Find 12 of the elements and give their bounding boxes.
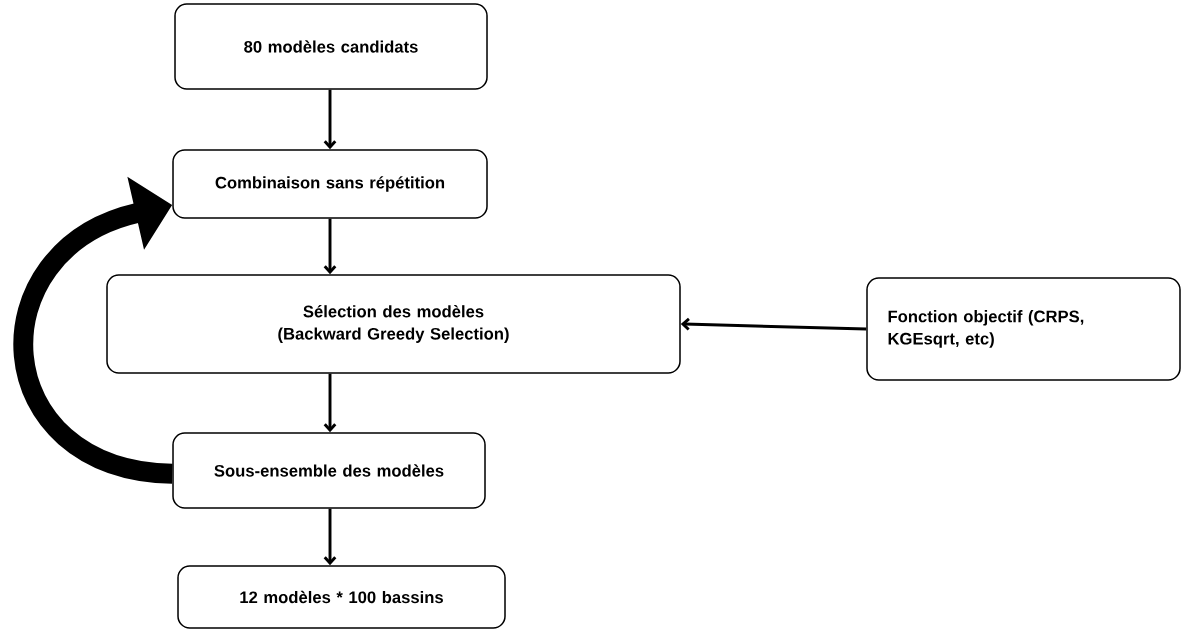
arrow xyxy=(323,373,337,433)
arrow xyxy=(323,218,337,275)
process-box: Sous-ensemble des modèles xyxy=(172,432,486,509)
arrow xyxy=(323,89,337,150)
process-box: 80 modèles candidats xyxy=(174,3,488,90)
arrow xyxy=(680,317,867,331)
arrow xyxy=(323,508,337,566)
process-box: Sélection des modèles (Backward Greedy Selection) xyxy=(106,274,681,374)
loop-arrow xyxy=(13,176,174,484)
process-box: Fonction objectif (CRPS, KGEsqrt, etc) xyxy=(866,277,1181,381)
process-box: Combinaison sans répétition xyxy=(172,149,488,219)
process-box: 12 modèles * 100 bassins xyxy=(177,565,506,629)
